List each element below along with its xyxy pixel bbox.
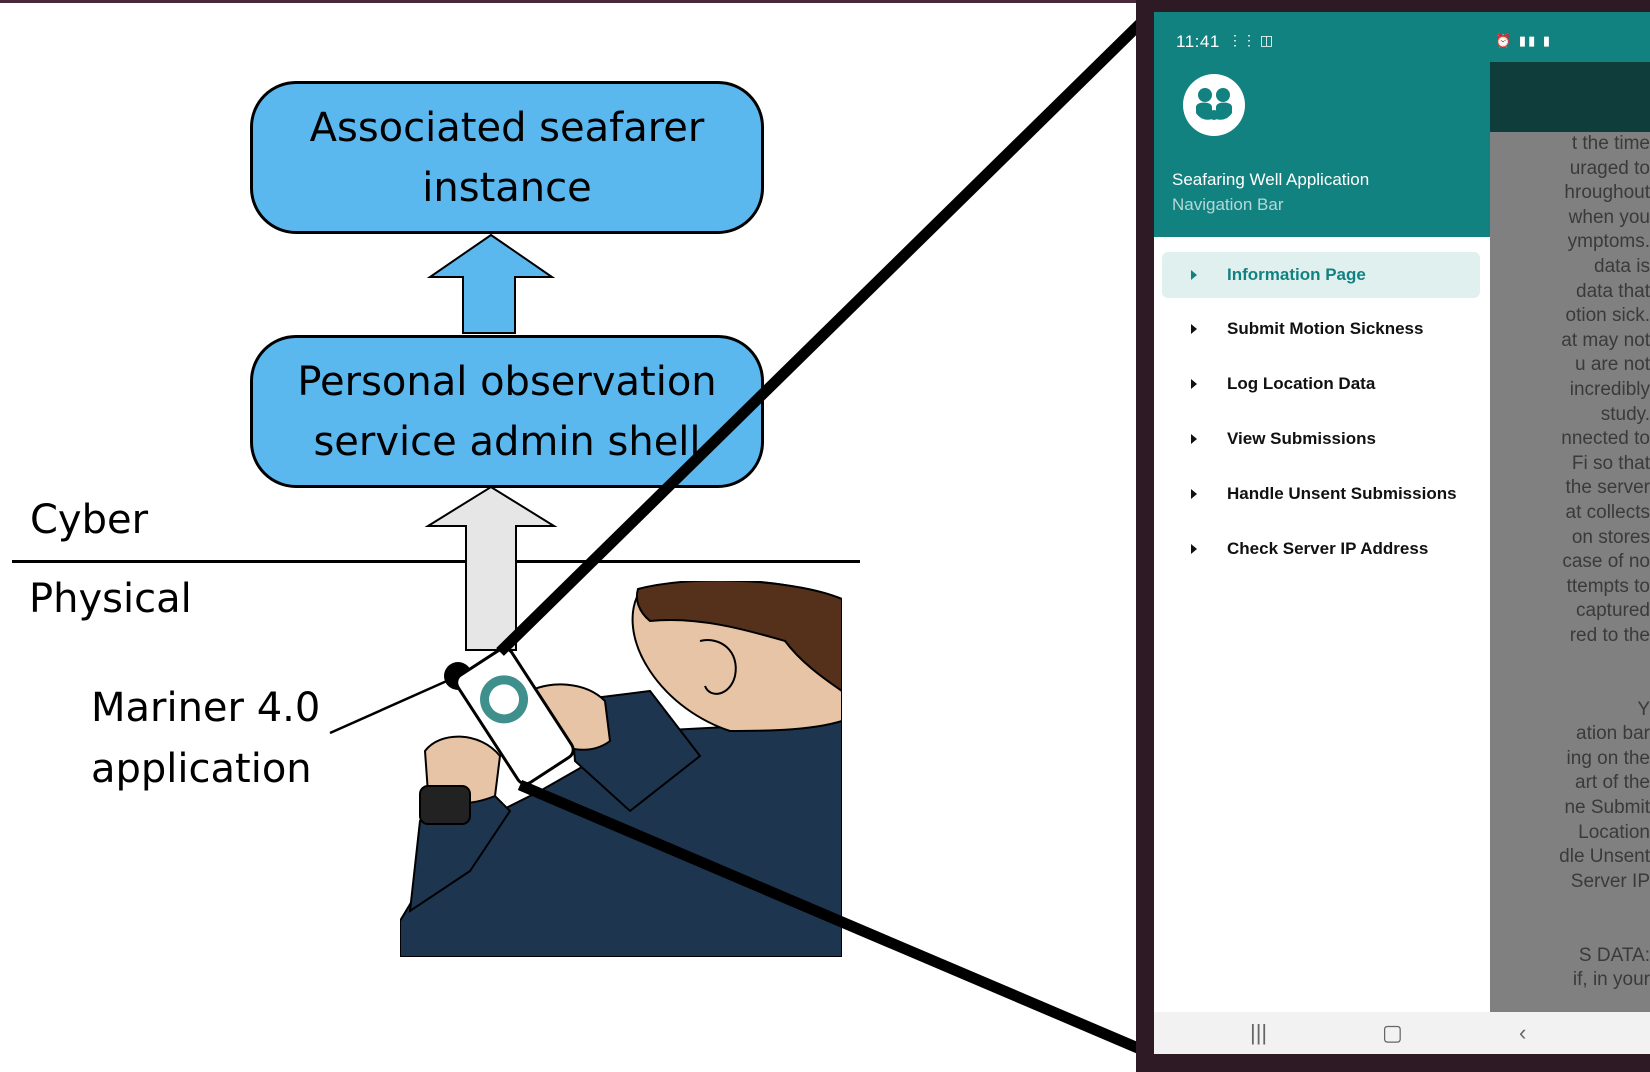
background-text-line: on stores bbox=[1571, 526, 1650, 548]
drawer-header: Seafaring Well Application Navigation Ba… bbox=[1154, 62, 1490, 237]
arrow-up-blue bbox=[426, 233, 556, 334]
background-text-line: ation bar bbox=[1576, 723, 1650, 745]
background-text-line: nnected to bbox=[1561, 428, 1650, 450]
menu-item-log-location-data[interactable]: Log Location Data bbox=[1162, 361, 1480, 407]
background-text-line: case of no bbox=[1562, 551, 1650, 573]
background-text-line: art of the bbox=[1575, 772, 1650, 794]
box-top-line-2: instance bbox=[422, 164, 592, 211]
background-text-line: Y bbox=[1637, 698, 1650, 720]
status-system-icons: ⏰ ▮▮ ▮ bbox=[1495, 33, 1552, 48]
cyber-physical-divider bbox=[12, 560, 860, 563]
menu-item-label: Handle Unsent Submissions bbox=[1227, 484, 1457, 503]
menu-item-label: View Submissions bbox=[1227, 429, 1376, 448]
phone-screen: 11:41 ⋮⋮ ◫ ⏰ ▮▮ ▮ t the time uraged to hro… bbox=[1154, 12, 1650, 1054]
chevron-right-icon bbox=[1191, 544, 1197, 554]
status-bar: 11:41 ⋮⋮ ◫ ⏰ ▮▮ ▮ bbox=[1154, 12, 1650, 62]
menu-item-check-server-ip[interactable]: Check Server IP Address bbox=[1162, 526, 1480, 572]
system-nav-bar: ||| ▢ ‹ bbox=[1154, 1012, 1650, 1054]
background-text-line: study. bbox=[1600, 403, 1650, 425]
associated-seafarer-box: Associated seafarer instance bbox=[250, 81, 764, 234]
chevron-right-icon bbox=[1191, 434, 1197, 444]
chevron-right-icon bbox=[1191, 270, 1197, 280]
background-text-line bbox=[1490, 648, 1650, 673]
background-text-line: incredibly bbox=[1569, 378, 1650, 400]
status-time: 11:41 bbox=[1176, 32, 1220, 51]
background-text-line: when you bbox=[1568, 206, 1650, 228]
chevron-right-icon bbox=[1191, 489, 1197, 499]
box-top-line-1: Associated seafarer bbox=[309, 104, 705, 151]
drawer-subtitle: Navigation Bar bbox=[1172, 195, 1284, 214]
background-text-line: u are not bbox=[1575, 354, 1650, 376]
background-text-line: otion sick. bbox=[1565, 305, 1650, 327]
menu-item-submit-motion-sickness[interactable]: Submit Motion Sickness bbox=[1162, 306, 1480, 352]
chevron-right-icon bbox=[1191, 379, 1197, 389]
menu-item-label: Check Server IP Address bbox=[1227, 539, 1429, 558]
menu-item-label: Submit Motion Sickness bbox=[1227, 319, 1424, 338]
background-text-line: hroughout bbox=[1564, 182, 1650, 204]
background-text-line bbox=[1490, 673, 1650, 698]
home-icon[interactable]: ▢ bbox=[1382, 1020, 1403, 1045]
seafaring-well-logo-icon bbox=[1183, 74, 1245, 136]
status-notification-icons: ⋮⋮ ◫ bbox=[1228, 32, 1274, 48]
background-text-line: data that bbox=[1576, 280, 1650, 302]
mariner-app-label: Mariner 4.0 application bbox=[91, 678, 320, 800]
background-text-line: at may not bbox=[1561, 329, 1650, 351]
box-mid-line-1: Personal observation bbox=[297, 358, 717, 405]
background-text-line: Fi so that bbox=[1571, 452, 1650, 474]
mariner-line-2: application bbox=[91, 746, 312, 792]
physical-label: Physical bbox=[29, 576, 192, 622]
personal-observation-box: Personal observation service admin shell bbox=[250, 335, 764, 488]
background-text-line: Server IP bbox=[1570, 870, 1650, 892]
recent-apps-icon[interactable]: ||| bbox=[1250, 1020, 1268, 1045]
back-icon[interactable]: ‹ bbox=[1519, 1020, 1527, 1045]
seafarer-illustration bbox=[400, 581, 842, 957]
background-text-line: ymptoms. bbox=[1567, 231, 1650, 253]
background-text-line bbox=[1490, 894, 1650, 919]
app-bar bbox=[1490, 62, 1650, 132]
menu-item-view-submissions[interactable]: View Submissions bbox=[1162, 416, 1480, 462]
background-text-line: ttempts to bbox=[1566, 575, 1650, 597]
background-text-line: at collects bbox=[1565, 501, 1650, 523]
menu-item-label: Log Location Data bbox=[1227, 374, 1376, 393]
background-text-line: ne Submit bbox=[1564, 797, 1650, 819]
background-text-line: if, in your bbox=[1572, 969, 1650, 991]
menu-item-label: Information Page bbox=[1227, 265, 1366, 284]
background-text-line: the server bbox=[1565, 477, 1650, 499]
mariner-line-1: Mariner 4.0 bbox=[91, 685, 321, 731]
background-text-line: Location bbox=[1578, 821, 1650, 843]
navigation-drawer: Seafaring Well Application Navigation Ba… bbox=[1154, 62, 1490, 1012]
drawer-title: Seafaring Well Application bbox=[1172, 170, 1370, 189]
background-text-line: red to the bbox=[1569, 624, 1650, 646]
menu-item-handle-unsent-submissions[interactable]: Handle Unsent Submissions bbox=[1162, 471, 1480, 517]
background-text-line bbox=[1490, 919, 1650, 944]
background-text-line: ing on the bbox=[1566, 747, 1650, 769]
background-text-line: uraged to bbox=[1569, 157, 1650, 179]
cyber-label: Cyber bbox=[30, 497, 149, 543]
background-text-line: t the time bbox=[1571, 133, 1650, 154]
background-text-line: captured bbox=[1576, 600, 1650, 622]
box-mid-line-2: service admin shell bbox=[313, 418, 701, 465]
chevron-right-icon bbox=[1191, 324, 1197, 334]
background-text-line: S DATA: bbox=[1578, 944, 1650, 966]
background-text-line: dle Unsent bbox=[1559, 846, 1650, 868]
menu-item-information-page[interactable]: Information Page bbox=[1162, 252, 1480, 298]
background-text-line: data is bbox=[1594, 255, 1650, 277]
top-border bbox=[0, 0, 1650, 3]
